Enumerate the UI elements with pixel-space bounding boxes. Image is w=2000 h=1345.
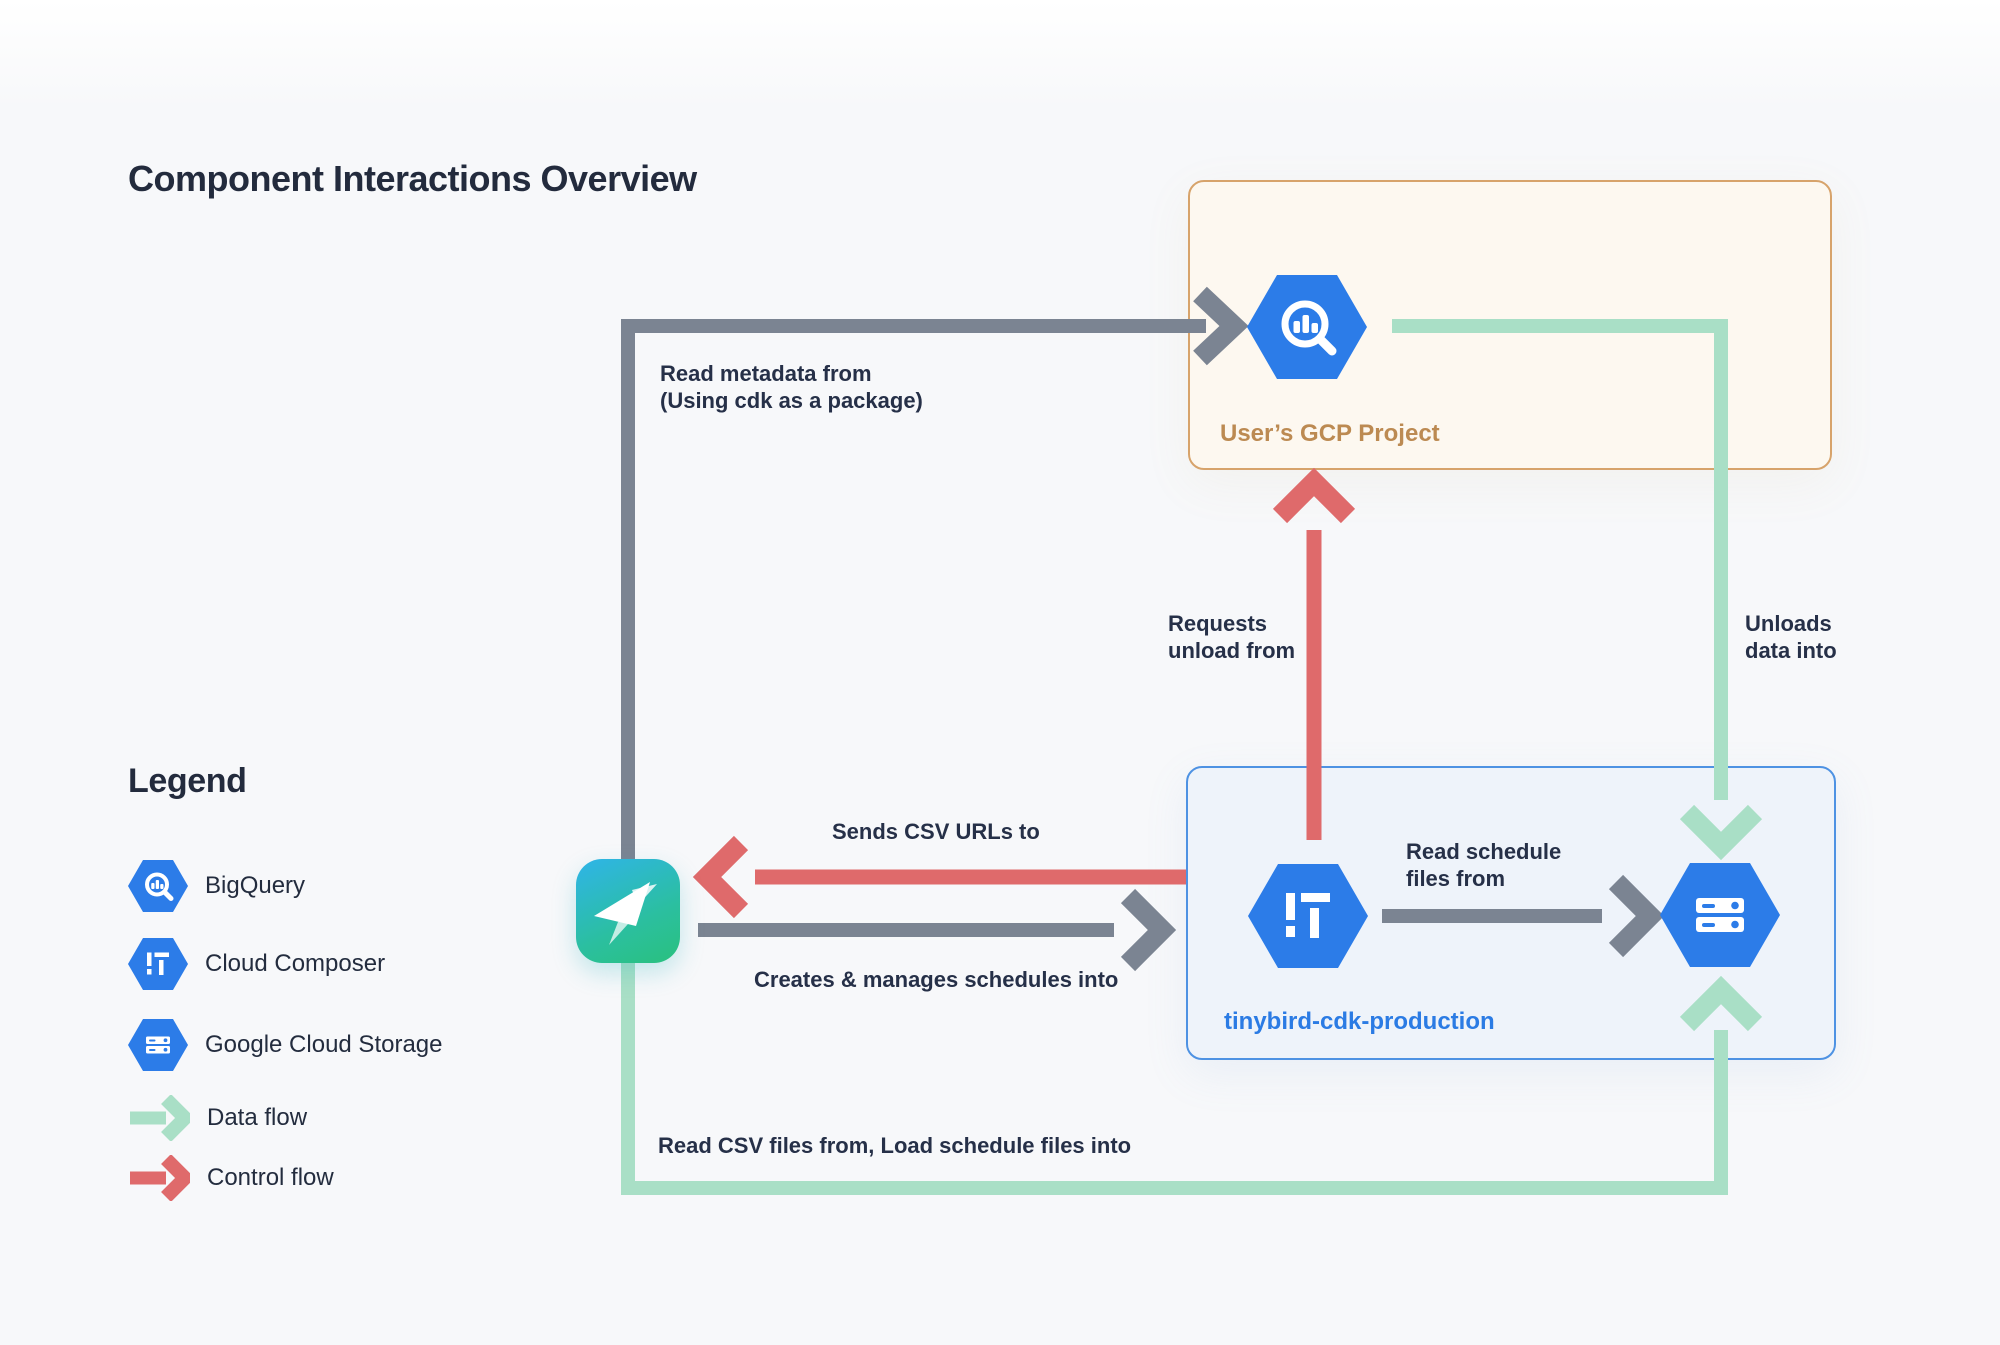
cloud-composer-icon xyxy=(1248,864,1368,968)
control-flow-arrow-icon xyxy=(130,1155,190,1201)
edge-creates-schedules-arrowhead xyxy=(1120,888,1177,972)
data-flow-arrow-icon xyxy=(130,1095,190,1141)
legend-item-control-flow: Control flow xyxy=(128,1148,334,1208)
edge-sends-csv-arrowhead xyxy=(692,835,749,919)
legend-item-label: Control flow xyxy=(207,1164,334,1191)
cloud-storage-icon xyxy=(128,1019,188,1071)
edge-label-requests-unload: Requests unload from xyxy=(1168,611,1296,663)
legend-item-bigquery: BigQuery xyxy=(128,856,305,916)
cloud-composer-icon xyxy=(128,938,188,990)
tinybird-cdk-production-group-label: tinybird-cdk-production xyxy=(1224,1008,1495,1035)
gcp-project-group-label: User’s GCP Project xyxy=(1220,420,1440,447)
legend-heading: Legend xyxy=(128,762,247,800)
legend-item-cloud-composer: Cloud Composer xyxy=(128,934,385,994)
page-title: Component Interactions Overview xyxy=(128,158,697,199)
legend-item-cloud-storage: Google Cloud Storage xyxy=(128,1015,443,1075)
edge-label-creates-schedules: Creates & manages schedules into xyxy=(754,967,1119,992)
edge-requests-unload-arrowhead xyxy=(1272,467,1356,524)
legend-item-label: BigQuery xyxy=(205,872,306,899)
edge-label-unloads-data: Unloads data into xyxy=(1745,611,1837,663)
edge-label-read-csv: Read CSV files from, Load schedule files… xyxy=(658,1133,1132,1158)
edge-label-sends-csv: Sends CSV URLs to xyxy=(832,819,1040,844)
tinybird-bird-glyph xyxy=(594,882,657,945)
bigquery-icon xyxy=(1247,275,1367,379)
legend-item-label: Google Cloud Storage xyxy=(205,1031,443,1058)
bigquery-icon xyxy=(128,860,188,912)
legend-item-data-flow: Data flow xyxy=(128,1088,307,1148)
legend-item-label: Data flow xyxy=(207,1104,308,1131)
cloud-storage-icon xyxy=(1660,863,1780,967)
edge-label-read-metadata: Read metadata from (Using cdk as a packa… xyxy=(660,361,923,413)
legend-item-label: Cloud Composer xyxy=(205,950,386,977)
edge-label-read-schedule: Read schedule files from xyxy=(1406,839,1562,891)
tinybird-icon xyxy=(576,859,680,963)
